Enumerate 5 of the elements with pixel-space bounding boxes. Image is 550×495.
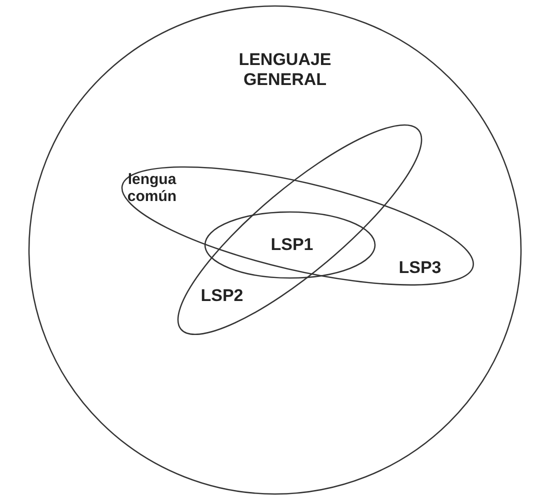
set-label: lengua común bbox=[126, 171, 178, 205]
set-label: LSP2 bbox=[200, 286, 244, 306]
set-label: LSP1 bbox=[270, 235, 314, 255]
set-label: LSP3 bbox=[398, 258, 442, 278]
title-text: LENGUAJE GENERAL bbox=[238, 50, 332, 90]
